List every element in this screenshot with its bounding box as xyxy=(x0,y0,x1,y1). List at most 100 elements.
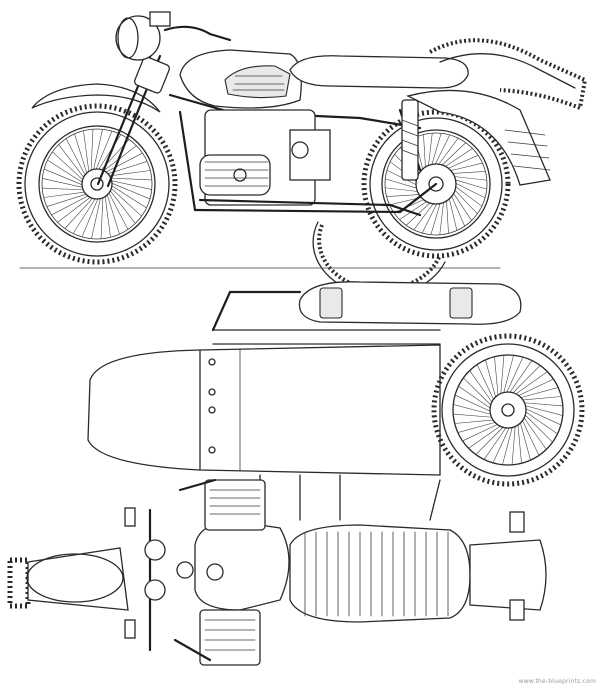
wheel-spoke xyxy=(451,183,483,207)
wheel-spoke xyxy=(52,151,86,183)
rear-top xyxy=(469,511,547,621)
wheel-spoke xyxy=(449,191,465,227)
engine xyxy=(199,109,331,206)
wheel-spoke xyxy=(108,187,136,224)
wheel-spoke xyxy=(108,185,142,217)
wheel-spoke xyxy=(454,394,494,413)
exhaust-pipe xyxy=(198,198,422,217)
wheel-spoke xyxy=(511,422,516,465)
wheel-spoke xyxy=(494,356,499,399)
wheel-spoke xyxy=(500,355,505,398)
wheel-spoke xyxy=(443,155,479,171)
wheel-spoke xyxy=(91,195,102,239)
rear-wheel xyxy=(361,109,511,259)
wheel-spoke xyxy=(96,134,122,173)
wheel-spoke xyxy=(385,187,423,193)
wheel-spoke xyxy=(451,180,486,199)
wheel-spoke xyxy=(515,378,554,398)
wheel-spoke xyxy=(476,364,496,403)
wheel-spoke xyxy=(83,130,90,175)
wheel-spoke xyxy=(462,422,501,442)
engine-cylinders-top xyxy=(199,479,266,666)
wheel-spoke xyxy=(423,134,427,172)
wheel-spoke xyxy=(405,199,434,226)
wheel-spoke xyxy=(74,133,89,177)
wheel-spoke xyxy=(449,175,487,181)
wheel-spoke xyxy=(445,196,449,234)
wheel-spoke xyxy=(522,409,558,435)
fuel-tank xyxy=(179,49,302,109)
wheel-spoke xyxy=(505,356,524,396)
wheel-spoke xyxy=(458,385,494,411)
wheel-spoke xyxy=(42,187,87,191)
wheel-spoke xyxy=(107,189,129,230)
wheel-spoke xyxy=(520,417,540,456)
wheel-spoke xyxy=(485,359,497,401)
wheel-spoke xyxy=(385,178,422,190)
spare-wheel-rack xyxy=(429,38,588,111)
wheel-spoke xyxy=(517,387,559,399)
wheel-spoke xyxy=(439,197,445,235)
wheel-spoke xyxy=(46,192,90,207)
wheel-spoke xyxy=(522,407,562,426)
wheel-spoke xyxy=(102,152,143,174)
wheel-spoke xyxy=(446,162,483,173)
wheel-spoke xyxy=(430,133,442,170)
cylinder-heads-top xyxy=(173,478,217,662)
wheel-spoke xyxy=(521,414,547,450)
wheel-spoke xyxy=(510,365,541,396)
sidecar-body xyxy=(87,344,441,476)
saddle-top xyxy=(289,524,471,623)
sidecar-mount-bars xyxy=(259,474,441,521)
wheel-spoke xyxy=(107,177,152,181)
wheel-spoke xyxy=(58,144,86,181)
wheel-spoke xyxy=(432,134,451,169)
wheel-spoke xyxy=(483,424,509,460)
wheel-spoke xyxy=(64,195,96,229)
wheel-spoke xyxy=(522,412,553,443)
front-fork xyxy=(96,50,171,188)
wheel-spoke xyxy=(106,170,151,177)
watermark-text: www.the-blueprints.com xyxy=(518,678,596,685)
wheel-spoke xyxy=(104,193,111,238)
sidecar-frame-top xyxy=(211,290,441,345)
wheel-spoke xyxy=(100,194,104,239)
wheel-spoke xyxy=(453,404,494,416)
sidecar-wheel-top xyxy=(431,333,585,487)
wheel-spoke xyxy=(57,195,94,223)
wheel-spoke xyxy=(469,370,495,406)
wheel-spoke xyxy=(105,191,120,235)
wheel-spoke xyxy=(90,129,94,174)
wheel-spoke xyxy=(438,142,467,169)
wheel-spoke xyxy=(43,168,86,187)
wheel-spoke xyxy=(520,402,563,407)
wheel-spoke xyxy=(72,195,98,234)
wheel-spoke xyxy=(92,129,103,173)
wheel-spoke xyxy=(453,413,496,418)
wheel-spoke xyxy=(512,371,548,397)
wheel-spoke xyxy=(94,130,113,173)
wheel-spoke xyxy=(519,396,562,401)
wheel-spoke xyxy=(502,355,514,396)
wheel-spoke xyxy=(457,421,499,433)
wheel-spoke xyxy=(47,159,86,185)
wheel-spoke xyxy=(522,404,563,416)
headlight xyxy=(115,11,171,61)
wheel-spoke xyxy=(519,419,531,461)
wheel-spoke xyxy=(454,419,497,424)
wheel-spoke xyxy=(450,178,487,190)
wheel-spoke xyxy=(463,377,494,408)
wheel-spoke xyxy=(427,133,433,171)
wheel-spoke xyxy=(507,360,533,396)
wheel-spoke xyxy=(386,193,424,197)
handlebar xyxy=(163,25,232,42)
wheel-spoke xyxy=(108,179,152,190)
wheel-spoke xyxy=(413,199,437,231)
wheel-spoke xyxy=(399,198,431,220)
rear-shock xyxy=(401,99,419,181)
front-mudguard xyxy=(31,83,161,113)
front-tire-top xyxy=(7,547,129,611)
wheel-spoke xyxy=(447,194,458,231)
wheel-spoke xyxy=(43,191,88,198)
wheel-spoke xyxy=(65,138,87,179)
